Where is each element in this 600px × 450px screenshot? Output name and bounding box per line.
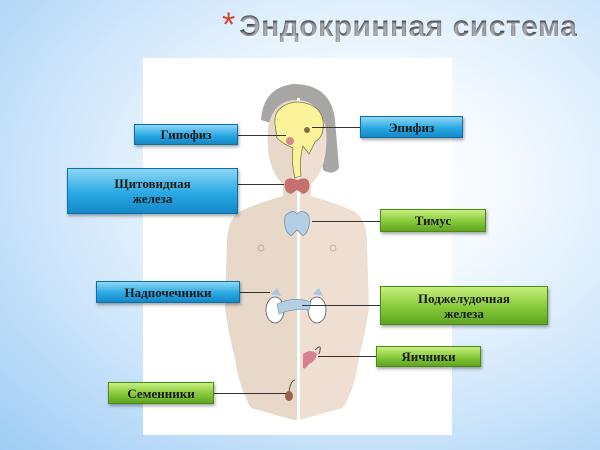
connector-ovaries [318,356,376,357]
thymus-gland [284,211,310,237]
label-thymus: Тимус [380,209,486,232]
connector-testes [214,393,286,394]
connector-pituitary [238,135,286,136]
pituitary-gland [286,137,294,145]
title-bullet: * [222,6,236,44]
body-divider [297,98,300,422]
connector-adrenals [240,292,270,293]
label-ovaries: Яичники [376,346,481,367]
label-pineal: Эпифиз [360,116,463,138]
ovary [303,351,317,369]
connector-thyroid [238,184,284,185]
testis [285,391,293,401]
thyroid-gland [284,178,310,194]
pancreas [276,299,312,315]
adrenal-left [271,288,281,296]
slide-title: * Эндокринная система [222,6,578,54]
label-thyroid: Щитовидная железа [67,168,238,214]
label-adrenals: Надпочечники [96,281,240,303]
label-pituitary: Гипофиз [134,124,238,145]
kidney-right [307,296,327,324]
connector-thymus [312,221,380,222]
label-testes: Семенники [108,382,214,404]
connector-pineal [312,127,360,128]
pineal-gland [304,127,310,133]
title-text: Эндокринная система [239,10,578,43]
connector-pancreas [302,305,380,306]
label-pancreas: Поджелудочная железа [380,286,548,325]
human-body-illustration [225,84,369,422]
adrenal-right [313,288,323,296]
brain-shape [274,101,324,179]
